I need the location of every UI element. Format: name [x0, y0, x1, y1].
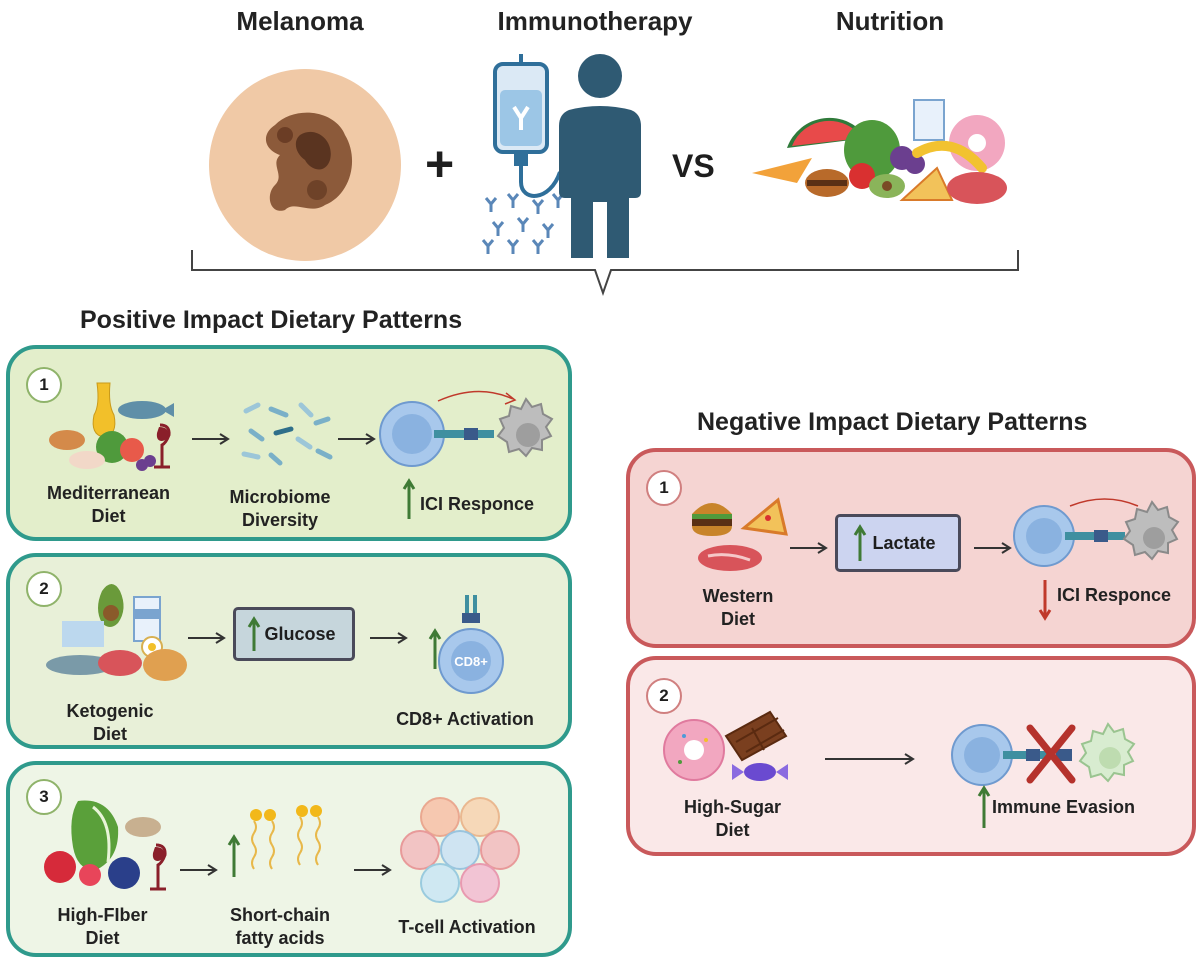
- cd8-t-cell-icon: CD8+: [438, 595, 504, 694]
- outcome-label: ICI Responce: [420, 494, 535, 514]
- up-arrow-icon: [428, 628, 442, 669]
- arrow-icon: [974, 542, 1012, 554]
- up-arrow-icon: [854, 524, 867, 561]
- arrow-icon: [354, 864, 392, 876]
- blocked-interaction-icon: [951, 722, 1136, 786]
- mechanism-label: Short-chain fatty acids: [229, 905, 330, 948]
- mechanism-label: Glucose: [264, 623, 336, 644]
- plus-sign: +: [425, 136, 455, 192]
- outcome-label: ICI Responce: [1057, 585, 1172, 605]
- negative-section-title: Negative Impact Dietary Patterns: [697, 408, 1088, 436]
- outcome-label: Immune Evasion: [992, 797, 1136, 817]
- up-arrow-icon: [248, 616, 261, 651]
- t-cell-tumor-interaction-icon: [1013, 498, 1180, 567]
- outcome-label: CD8+ Activation: [396, 709, 534, 729]
- t-cell-tumor-interaction-icon: [379, 390, 554, 467]
- cd8-cell-label: CD8+: [454, 654, 488, 669]
- arrow-icon: [370, 632, 408, 644]
- panel-number: 3: [26, 779, 62, 815]
- iv-bag-icon: [493, 54, 562, 198]
- up-arrow-icon: [402, 478, 416, 519]
- arrow-icon: [825, 753, 915, 765]
- mechanism-label: Lactate: [872, 532, 936, 553]
- lactate-box: Lactate: [835, 514, 961, 572]
- melanoma-title: Melanoma: [236, 6, 364, 36]
- positive-panel-3: 3 High-FIber Diet Short-chain fatty acid…: [6, 761, 572, 957]
- melanoma-lesion-icon: [209, 69, 401, 261]
- immunotherapy-title: Immunotherapy: [497, 6, 693, 36]
- positive-panel-2: 2 Ketogenic Diet Glucose CD8+ CD8+ Activ…: [6, 553, 572, 749]
- western-food-icon: [692, 497, 788, 571]
- arrow-icon: [192, 433, 230, 445]
- up-arrow-icon: [977, 785, 991, 828]
- food-icon: [752, 99, 1007, 204]
- panel-number: 2: [646, 678, 682, 714]
- diet-label: High-Sugar Diet: [684, 797, 781, 840]
- up-arrow-icon: [227, 834, 241, 877]
- person-icon: [559, 54, 641, 258]
- down-arrow-icon: [1038, 580, 1052, 621]
- bacteria-icon: [241, 402, 333, 466]
- mechanism-label: Microbiome Diversity: [229, 487, 331, 530]
- outcome-label: T-cell Activation: [398, 917, 536, 937]
- arrow-icon: [180, 864, 218, 876]
- vs-label: VS: [672, 148, 715, 184]
- ketogenic-food-icon: [46, 584, 187, 681]
- diet-label: High-FIber Diet: [57, 905, 148, 948]
- glucose-box: Glucose: [233, 607, 355, 661]
- t-cell-cluster-icon: [400, 797, 520, 903]
- positive-panel-1: 1 Mediterranean Diet Microbiome Diversit…: [6, 345, 572, 541]
- arrow-icon: [338, 433, 376, 445]
- negative-panel-2: 2 High-Sugar Diet Immune Evasion: [626, 656, 1196, 856]
- high-fiber-food-icon: [44, 800, 167, 891]
- diet-label: Ketogenic Diet: [66, 701, 154, 744]
- panel-number: 1: [26, 367, 62, 403]
- panel-number: 2: [26, 571, 62, 607]
- antibody-icon: [481, 193, 565, 254]
- panel-number: 1: [646, 470, 682, 506]
- diet-label: Mediterranean Diet: [46, 483, 171, 526]
- high-sugar-food-icon: [663, 710, 788, 781]
- lipid-icon: [250, 805, 322, 870]
- arrow-icon: [790, 542, 828, 554]
- negative-panel-1: 1 Western Diet Lactate ICI Responce: [626, 448, 1196, 648]
- arrow-icon: [188, 632, 226, 644]
- bracket: [191, 250, 1019, 297]
- diet-label: Western Diet: [702, 586, 774, 629]
- nutrition-title: Nutrition: [835, 6, 945, 36]
- positive-section-title: Positive Impact Dietary Patterns: [80, 306, 463, 334]
- mediterranean-food-icon: [49, 382, 174, 471]
